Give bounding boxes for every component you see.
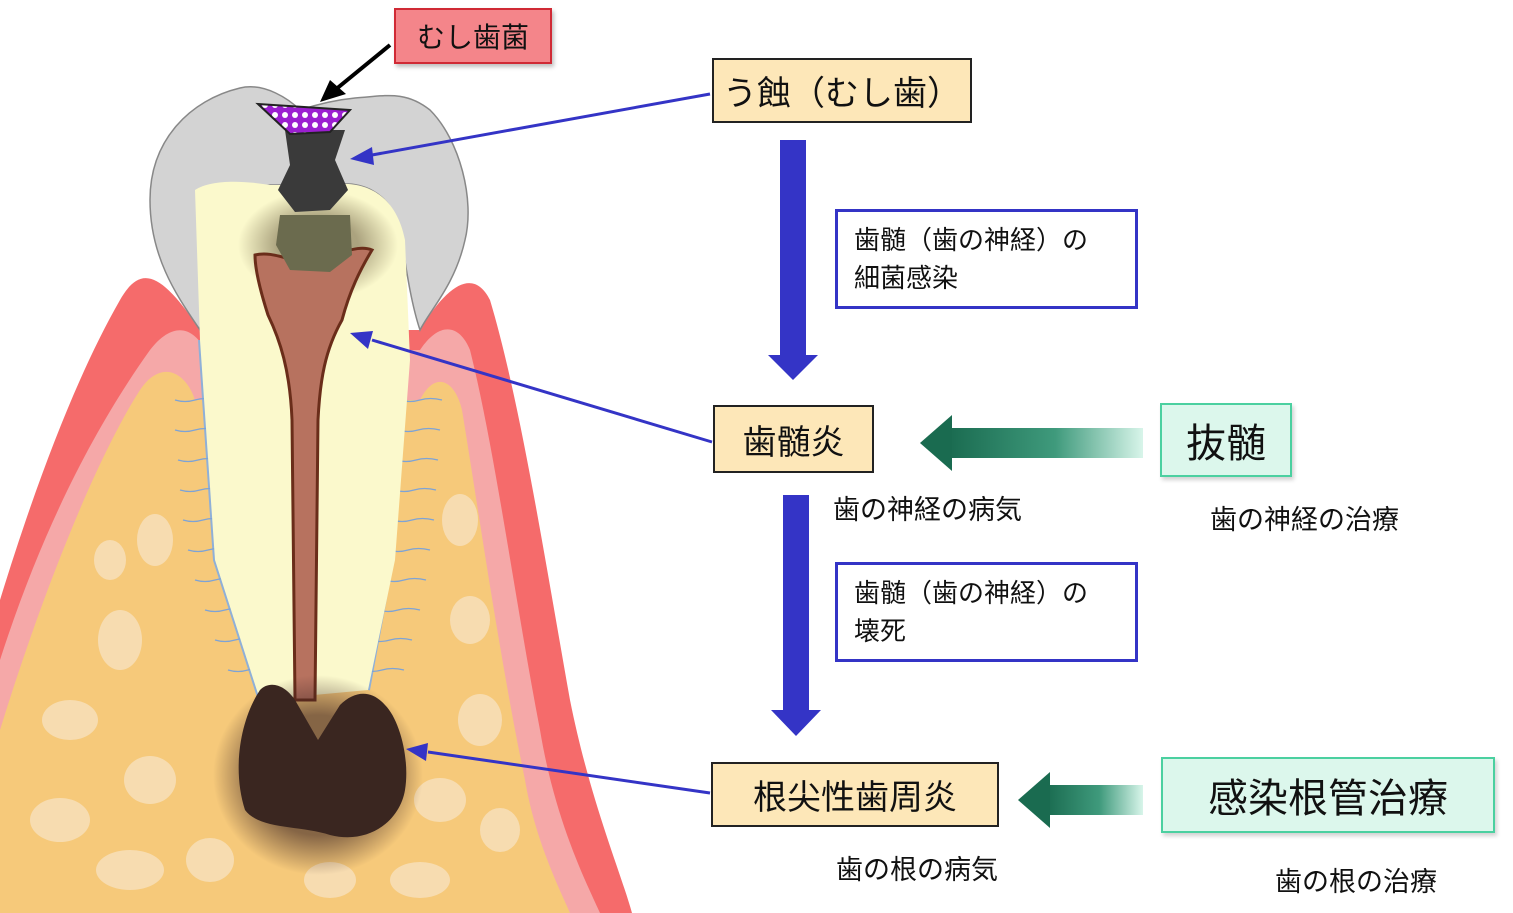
- pointer-periodontitis: [406, 743, 711, 795]
- note-necrosis-line1: 歯髄（歯の神経）の: [854, 579, 1089, 609]
- flow-arrow-1: [768, 140, 818, 380]
- treatment-arrow-2: [1018, 772, 1143, 828]
- stage-periodontitis: 根尖性歯周炎: [711, 762, 999, 827]
- note-infection-line1: 歯髄（歯の神経）の: [854, 226, 1089, 256]
- pointer-bacteria: [320, 43, 392, 102]
- bacteria-label-text: むし歯菌: [416, 21, 529, 54]
- treatment-root-canal: 感染根管治療: [1161, 757, 1495, 833]
- treatment-pulpectomy-text: 抜髄: [1186, 421, 1266, 467]
- note-infection-line2: 細菌感染: [854, 264, 959, 294]
- stage-periodontitis-text: 根尖性歯周炎: [753, 778, 957, 818]
- caption-root-disease: 歯の根の病気: [836, 855, 998, 886]
- treatment-arrow-1: [920, 415, 1143, 471]
- bacteria-label: むし歯菌: [394, 8, 552, 64]
- caption-nerve-treatment: 歯の神経の治療: [1210, 505, 1399, 536]
- stage-caries-text: う蝕（むし歯）: [723, 74, 961, 114]
- caries-lesion: [278, 130, 348, 212]
- caries-deep: [276, 215, 352, 272]
- periapical-abscess: [238, 684, 407, 838]
- pointer-pulpitis: [350, 331, 713, 444]
- note-infection: 歯髄（歯の神経）の 細菌感染: [835, 209, 1138, 309]
- stage-pulpitis: 歯髄炎: [713, 405, 874, 473]
- note-necrosis-line2: 壊死: [854, 617, 907, 647]
- treatment-root-canal-text: 感染根管治療: [1208, 776, 1448, 822]
- pointer-caries: [350, 92, 711, 165]
- stage-caries: う蝕（むし歯）: [712, 58, 972, 123]
- bacteria-cluster: [255, 102, 353, 136]
- stage-pulpitis-text: 歯髄炎: [742, 422, 845, 463]
- caption-nerve-disease: 歯の神経の病気: [833, 495, 1022, 526]
- note-necrosis: 歯髄（歯の神経）の 壊死: [835, 562, 1138, 662]
- flow-arrow-2: [771, 495, 821, 736]
- caption-root-treatment: 歯の根の治療: [1275, 867, 1437, 898]
- treatment-pulpectomy: 抜髄: [1160, 403, 1292, 477]
